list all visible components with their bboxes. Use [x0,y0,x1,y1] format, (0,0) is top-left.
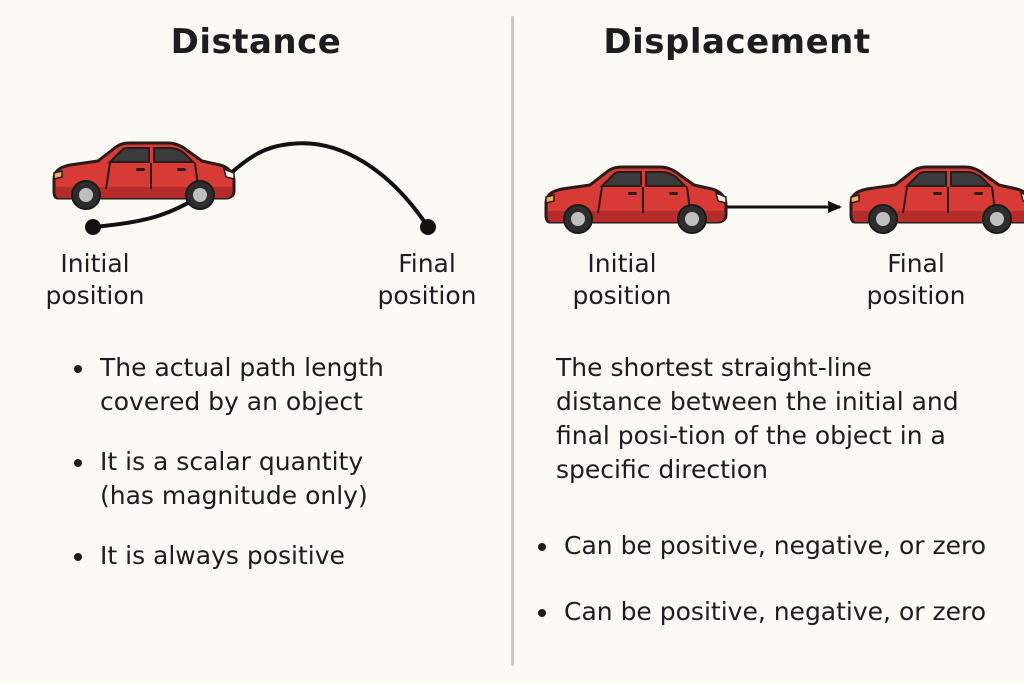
initial-point [85,219,101,235]
label-line: Initial [587,249,657,278]
distance-bullet-list: The actual path length covered by an obj… [70,351,400,573]
displacement-final-label: Final position [861,248,971,312]
car-distance [52,141,236,211]
displacement-title: Displacement [603,22,871,62]
list-item: Can be positive, negative, or zero [534,595,1004,629]
label-line: position [572,281,672,310]
car-final [849,165,1024,235]
label-line: Final [398,249,456,278]
car-initial [544,165,728,235]
label-line: position [377,281,477,310]
label-line: Final [887,249,945,278]
final-point [420,219,436,235]
label-line: position [866,281,966,310]
list-item: It is always positive [70,539,400,573]
distance-final-label: Final position [372,248,482,312]
label-line: Initial [60,249,130,278]
curved-path [91,141,430,229]
distance-title: Distance [170,22,342,62]
displacement-bullet-list: Can be positive, negative, or zero Can b… [534,529,1004,629]
list-item: The actual path length covered by an obj… [70,351,400,419]
distance-initial-label: Initial position [40,248,150,312]
column-divider [511,16,514,666]
list-item: Can be positive, negative, or zero [534,529,1004,563]
list-item: It is a scalar quantity (has magnitude o… [70,445,400,513]
displacement-description: The shortest straight-line distance betw… [556,353,959,484]
displacement-initial-label: Initial position [567,248,677,312]
label-line: position [45,281,145,310]
